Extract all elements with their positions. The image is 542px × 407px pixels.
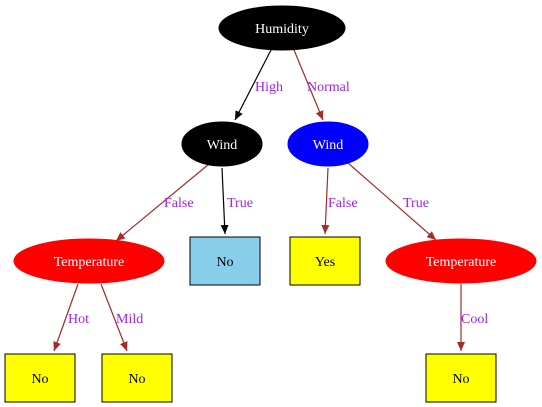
node-no-skyblue-label: No — [216, 255, 233, 270]
node-yes: Yes — [289, 236, 361, 286]
edge-mild — [100, 283, 128, 352]
edge-label-false-right: False — [328, 196, 358, 211]
edge-normal — [293, 49, 324, 121]
node-no-mild: No — [101, 353, 173, 403]
node-no-hot: No — [4, 353, 76, 403]
edge-label-high: High — [255, 80, 283, 95]
node-wind-high-label: Wind — [207, 138, 238, 153]
edge-label-hot: Hot — [68, 312, 89, 327]
node-temperature-right: Temperature — [385, 238, 537, 284]
edge-false-right — [321, 167, 330, 235]
nodes: Humidity Wind Wind Temperature No Yes Te… — [4, 5, 537, 403]
node-wind-normal-label: Wind — [313, 138, 344, 153]
edge-label-false-left: False — [164, 196, 194, 211]
node-wind-high: Wind — [181, 121, 263, 167]
edge-false-left — [115, 163, 210, 242]
node-humidity: Humidity — [218, 5, 346, 51]
node-no-hot-label: No — [31, 372, 48, 387]
node-humidity-label: Humidity — [255, 22, 309, 37]
node-yes-label: Yes — [315, 255, 335, 270]
node-wind-normal: Wind — [287, 121, 369, 167]
edge-label-cool: Cool — [461, 312, 488, 327]
edge-label-mild: Mild — [116, 312, 143, 327]
node-no-skyblue: No — [189, 236, 261, 286]
node-no-cool-label: No — [452, 372, 469, 387]
edges: High Normal False True False True Hot Mi… — [53, 49, 488, 352]
edge-hot — [53, 283, 79, 352]
node-temperature-left-label: Temperature — [54, 255, 125, 270]
node-temperature-right-label: Temperature — [426, 255, 497, 270]
edge-high — [234, 49, 272, 121]
node-no-cool: No — [425, 353, 497, 403]
edge-label-true-left: True — [227, 196, 253, 211]
node-no-mild-label: No — [128, 372, 145, 387]
edge-true-left — [220, 167, 229, 235]
edge-true-right — [347, 162, 437, 241]
edge-label-normal: Normal — [307, 80, 350, 95]
node-temperature-left: Temperature — [13, 238, 165, 284]
edge-label-true-right: True — [403, 196, 429, 211]
